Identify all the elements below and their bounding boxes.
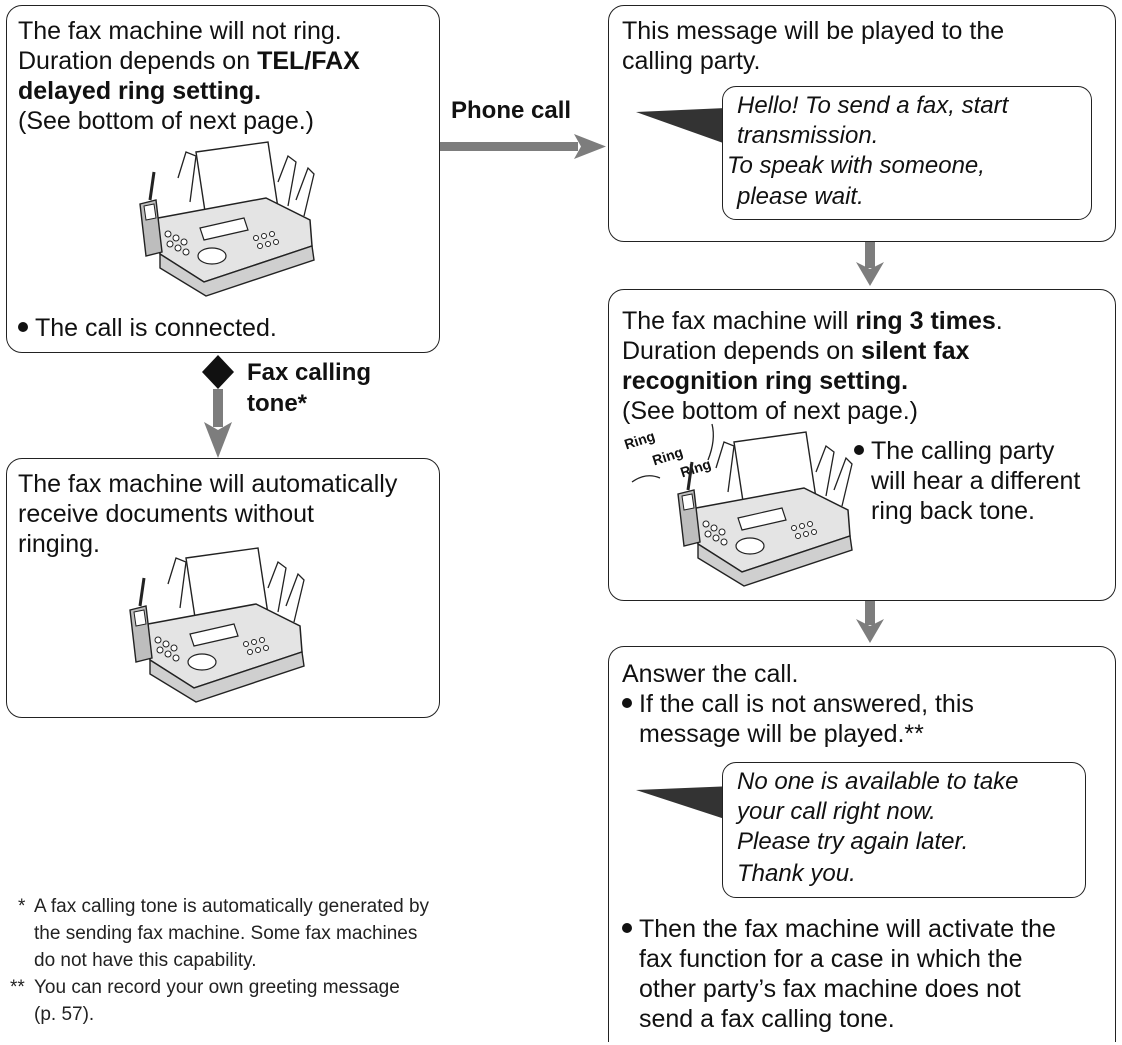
arrow-down-2 xyxy=(856,601,884,643)
bubble-line: No one is available to take xyxy=(737,768,1019,795)
box-greeting-message-line2: calling party. xyxy=(622,47,761,75)
box-answer-bullet2-line3: other party’s fax machine does not xyxy=(639,975,1021,1003)
box-ring-line4: (See bottom of next page.) xyxy=(622,397,919,425)
box-fax-no-ring-line1: The fax machine will not ring. xyxy=(18,17,342,45)
box-answer-bullet2-line2: fax function for a case in which the xyxy=(639,945,1023,973)
arrow-down-1 xyxy=(856,242,884,286)
box-greeting-message-line1: This message will be played to the xyxy=(622,17,1005,45)
fax-machine-ringing-illustration xyxy=(676,430,854,588)
footnote-1-mark: * xyxy=(18,896,26,917)
arrow-phone-call xyxy=(440,134,606,159)
bubble-line: Hello! To send a fax, start xyxy=(737,92,1009,119)
speech-pointer-2 xyxy=(636,786,734,822)
bubble-line: To speak with someone, xyxy=(727,152,985,179)
box-ring-bullet: The calling party xyxy=(854,437,1054,467)
box-answer-line1: Answer the call. xyxy=(622,660,799,688)
bullet-dot xyxy=(18,322,28,332)
box-answer-bullet2-line4: send a fax calling tone. xyxy=(639,1005,895,1033)
arrow-fax-calling-tone-label-1: Fax calling xyxy=(247,359,372,386)
arrow-fax-calling-tone xyxy=(202,355,234,458)
box-auto-receive-line3: ringing. xyxy=(18,530,100,558)
box-answer-bullet2: Then the fax machine will activate the xyxy=(622,915,1056,945)
speech-bubble-greeting: Hello! To send a fax, start transmission… xyxy=(722,86,1092,220)
box-ring-bullet-line2: will hear a different xyxy=(871,467,1081,495)
ring-sound-lines xyxy=(631,423,714,483)
arrow-phone-call-label: Phone call xyxy=(451,97,572,124)
fax-machine-illustration-1 xyxy=(138,140,316,298)
bullet-dot xyxy=(854,445,864,455)
box-auto-receive-line1: The fax machine will automatically xyxy=(18,470,398,498)
bubble-line: please wait. xyxy=(737,183,864,210)
footnote-1-line3: do not have this capability. xyxy=(34,950,257,971)
box-fax-no-ring-bullet: The call is connected. xyxy=(18,314,277,344)
footnote-2-line2: (p. 57). xyxy=(34,1004,95,1025)
box-ring-line1: The fax machine will ring 3 times. xyxy=(622,307,1003,335)
box-answer-bullet1-line2: message will be played.** xyxy=(639,720,924,748)
bubble-line: your call right now. xyxy=(737,798,936,825)
footnote-1-line2: the sending fax machine. Some fax machin… xyxy=(34,923,418,944)
fax-machine-illustration-2 xyxy=(128,546,306,704)
box-fax-no-ring-line4: (See bottom of next page.) xyxy=(18,107,315,135)
bubble-line: transmission. xyxy=(737,122,879,149)
box-answer-bullet1: If the call is not answered, this xyxy=(622,690,974,720)
box-auto-receive-line2: receive documents without xyxy=(18,500,314,528)
box-fax-no-ring-line2: Duration depends on TEL/FAX xyxy=(18,47,360,75)
footnote-2-mark: ** xyxy=(10,977,25,998)
bubble-line: Please try again later. xyxy=(737,828,969,855)
arrow-fax-calling-tone-label-2: tone* xyxy=(247,390,307,417)
box-ring-line3: recognition ring setting. xyxy=(622,367,909,395)
box-fax-no-ring-line3: delayed ring setting. xyxy=(18,77,262,105)
box-ring-bullet-line3: ring back tone. xyxy=(871,497,1035,525)
speech-pointer-1 xyxy=(636,108,726,144)
box-ring-line2: Duration depends on silent fax xyxy=(622,337,970,365)
bullet-dot xyxy=(622,698,632,708)
speech-bubble-no-answer: No one is available to take your call ri… xyxy=(722,762,1086,898)
footnote-1-line1: A fax calling tone is automatically gene… xyxy=(34,896,430,917)
footnote-2-line1: You can record your own greeting message xyxy=(34,977,400,998)
bubble-line: Thank you. xyxy=(737,860,856,887)
bullet-dot xyxy=(622,923,632,933)
